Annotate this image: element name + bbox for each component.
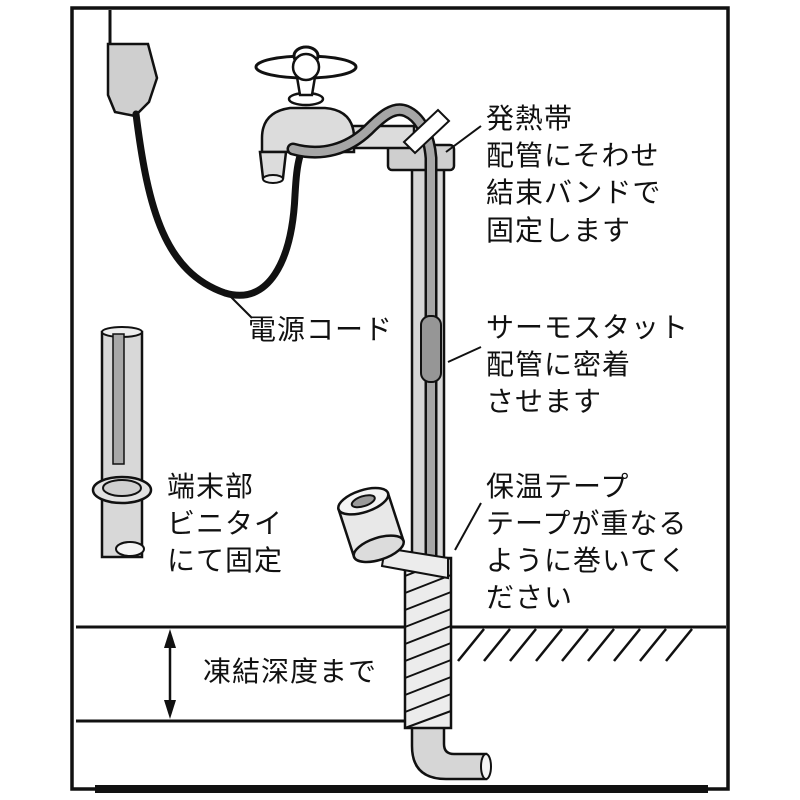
tape-roll-cylinder bbox=[336, 486, 406, 564]
wall-outlet-bracket bbox=[106, 10, 159, 118]
cable-tie bbox=[402, 108, 451, 155]
depth-arrow-down-head bbox=[164, 700, 176, 719]
power-cord-leader bbox=[223, 289, 253, 319]
label-heating-band-line3: 結束バンドで bbox=[486, 176, 661, 209]
power-cord-cable bbox=[132, 110, 304, 299]
faucet-body bbox=[260, 106, 356, 154]
label-heating-band-line2: 配管にそわせ bbox=[486, 139, 659, 172]
vinyl-tie-collar-inner bbox=[102, 479, 142, 497]
thermostat-leader bbox=[447, 346, 482, 363]
label-heating-band-line1: 発熱帯 bbox=[486, 102, 573, 135]
terminal-pipe-bottom-opening bbox=[115, 541, 145, 557]
power-cord bbox=[132, 110, 304, 299]
tape-roll-hole bbox=[350, 494, 376, 509]
label-thermostat-line3: させます bbox=[486, 385, 602, 418]
thermostat-capsule bbox=[420, 315, 442, 383]
frame-bottom-bar bbox=[95, 785, 708, 793]
tape-leader bbox=[454, 502, 482, 551]
depth-arrow bbox=[164, 629, 176, 719]
faucet-handle-hub bbox=[291, 52, 321, 82]
label-terminal-line1: 端末部 bbox=[167, 470, 254, 503]
ground-hatching bbox=[457, 628, 693, 662]
label-insulation-tape-line3: ように巻いてく bbox=[486, 544, 687, 577]
label-insulation-tape-line4: ださい bbox=[486, 581, 573, 614]
spiral-tape-wrap bbox=[403, 556, 453, 730]
label-insulation-tape-line2: テープが重なる bbox=[486, 507, 687, 540]
leader-lines bbox=[223, 125, 482, 551]
tape-roll-bottom-face bbox=[352, 534, 405, 564]
label-thermostat-line1: サーモスタット bbox=[486, 311, 689, 344]
heating-band bbox=[286, 103, 451, 567]
terminal-cable-end bbox=[112, 333, 125, 465]
label-heating-band-line4: 固定します bbox=[486, 214, 631, 247]
terminal-pipe-detail bbox=[91, 326, 153, 559]
tape-roll bbox=[336, 486, 449, 580]
bracket-shape bbox=[106, 42, 159, 118]
label-thermostat-line2: 配管に密着 bbox=[486, 348, 631, 381]
label-power-cord: 電源コード bbox=[248, 313, 393, 346]
label-terminal-line2: ビニタイ bbox=[167, 507, 283, 540]
depth-arrow-up-head bbox=[164, 629, 176, 648]
thermostat bbox=[420, 315, 442, 383]
tape-wrap-body bbox=[403, 556, 453, 730]
pipe-elbow-opening bbox=[480, 753, 492, 780]
label-freeze-depth: 凍結深度まで bbox=[203, 655, 377, 688]
heating-band-leader bbox=[445, 125, 482, 153]
faucet-spout-opening bbox=[262, 174, 284, 184]
ground bbox=[76, 625, 726, 723]
label-terminal-line3: にて固定 bbox=[167, 544, 283, 577]
label-insulation-tape-line1: 保温テープ bbox=[486, 470, 629, 503]
labels: 発熱帯 配管にそわせ 結束バンドで 固定します 電源コード サーモスタット 配管… bbox=[167, 102, 689, 688]
